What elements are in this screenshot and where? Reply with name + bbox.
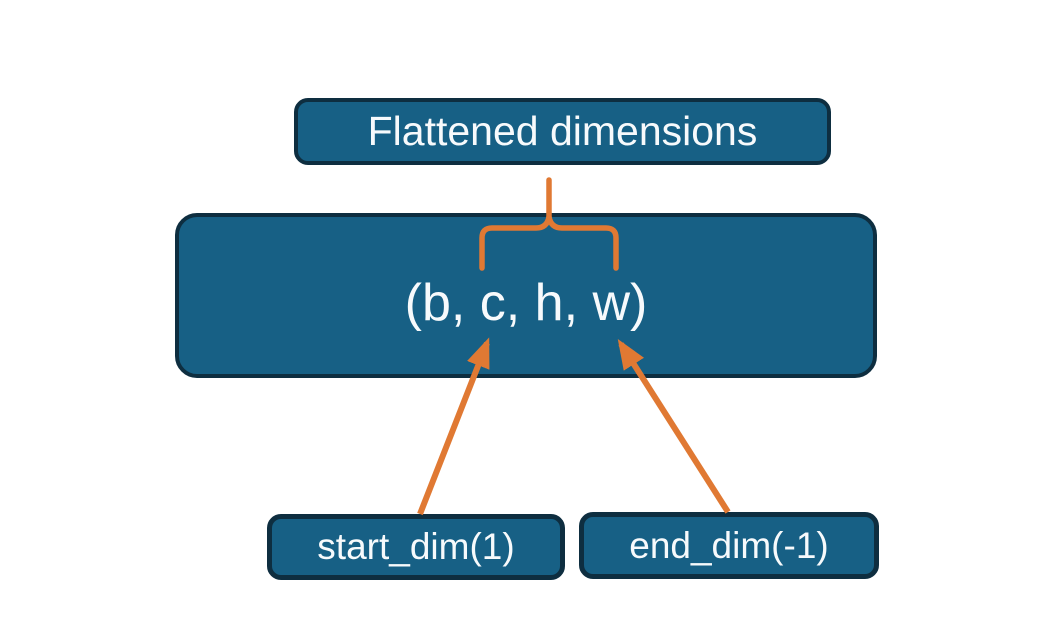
- tensor-shape-label: (b, c, h, w): [404, 273, 648, 332]
- flattened-dimensions-label: Flattened dimensions: [367, 108, 758, 154]
- flattened-dimensions-box: Flattened dimensions: [294, 98, 831, 165]
- tensor-shape-box: (b, c, h, w): [175, 213, 877, 378]
- end-dim-label: end_dim(-1): [629, 524, 829, 566]
- start-dim-label: start_dim(1): [317, 526, 515, 567]
- end-dim-box: end_dim(-1): [579, 512, 879, 579]
- start-dim-box: start_dim(1): [267, 514, 565, 580]
